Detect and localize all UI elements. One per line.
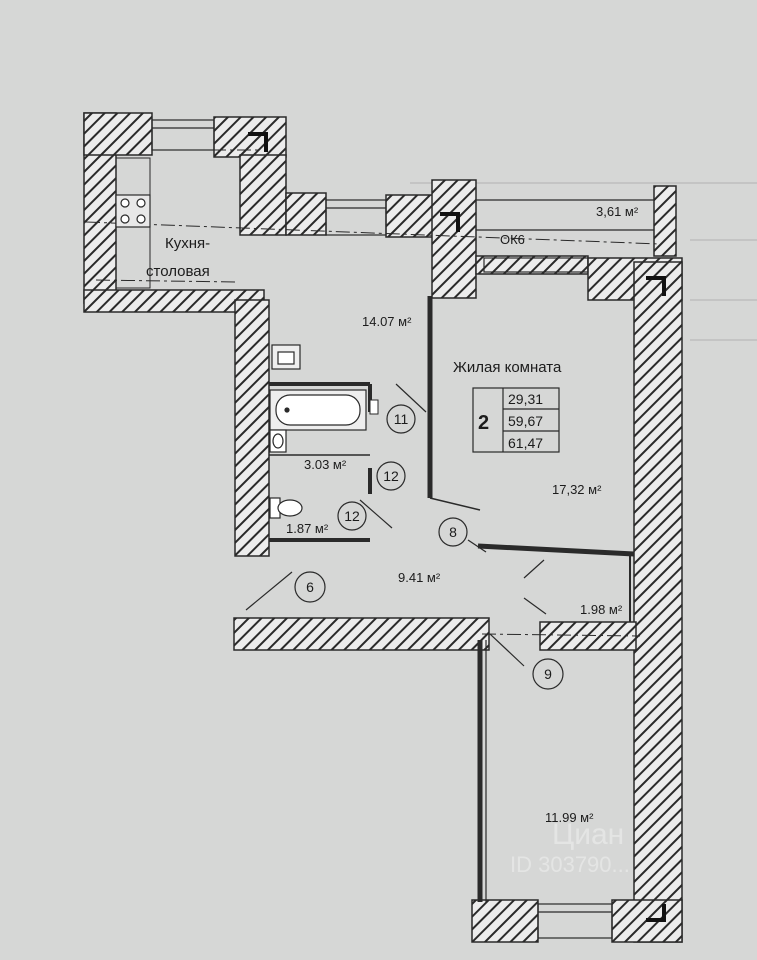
svg-text:12: 12 xyxy=(383,468,399,484)
hallway-area: 9.41 м² xyxy=(398,570,441,585)
svg-text:6: 6 xyxy=(306,579,314,595)
door-marker-11: 11 xyxy=(386,404,416,434)
door-marker-8: 8 xyxy=(438,517,468,547)
door-swings xyxy=(245,383,547,667)
wall-hall-bottom xyxy=(233,617,490,651)
washbasin-icon xyxy=(269,429,287,453)
bedroom-area: 11.99 м² xyxy=(545,810,594,825)
wall-kitchen-top-right xyxy=(213,116,287,158)
wall-bath-left xyxy=(234,299,270,557)
wall-kitchen-top-mid xyxy=(285,192,327,236)
watermark-id: ID 303790... xyxy=(510,852,630,877)
door-marker-9: 9 xyxy=(532,658,564,690)
wall-kitchen-top-left xyxy=(83,112,153,156)
watermark-brand: Циан xyxy=(552,818,624,851)
kitchen-area: 14.07 м² xyxy=(362,314,412,329)
kitchen-label-2: столовая xyxy=(146,263,210,280)
svg-text:8: 8 xyxy=(449,524,457,540)
living-room-area: 17,32 м² xyxy=(552,482,602,497)
stove-icon xyxy=(115,194,151,228)
closet-area: 1.98 м² xyxy=(580,602,623,617)
windows xyxy=(151,119,654,939)
sink-icon xyxy=(271,344,301,370)
living-area-total: 29,31 xyxy=(508,391,543,407)
corner-markers xyxy=(248,132,666,922)
wall-bedroom-bottom-left xyxy=(471,899,539,943)
axis-lines xyxy=(85,149,661,637)
total-area-with-balcony: 61,47 xyxy=(508,435,543,451)
wall-living-top-left xyxy=(475,255,589,275)
svg-text:12: 12 xyxy=(344,508,360,524)
kitchen-counter xyxy=(115,157,151,289)
bathroom-area: 3.03 м² xyxy=(304,457,347,472)
living-room-label: Жилая комната xyxy=(453,359,562,376)
wall-right xyxy=(633,261,683,943)
total-area: 59,67 xyxy=(508,413,543,429)
rooms-count: 2 xyxy=(478,412,489,434)
bath-door-small xyxy=(369,399,379,415)
svg-text:11: 11 xyxy=(394,411,409,427)
wc-area: 1.87 м² xyxy=(286,521,329,536)
door-marker-12-wc: 12 xyxy=(337,501,367,531)
cian-watermark: Циан ID 303790... xyxy=(510,818,630,877)
area-summary-table: 2 29,31 59,67 61,47 xyxy=(472,387,560,453)
balcony-area: 3,61 м² xyxy=(596,204,639,219)
door-marker-12-bath: 12 xyxy=(376,461,406,491)
walls xyxy=(83,112,683,943)
svg-text:9: 9 xyxy=(544,666,552,682)
door-marker-6: 6 xyxy=(294,571,326,603)
wall-balcony-right xyxy=(653,185,677,257)
wall-kitchen-pier xyxy=(239,154,287,236)
wall-balcony-left xyxy=(431,179,477,299)
wall-closet-bottom xyxy=(539,621,637,651)
window-label: ОК6 xyxy=(500,232,525,247)
toilet-icon xyxy=(269,497,303,519)
kitchen-label: Кухня- xyxy=(165,235,210,252)
partitions xyxy=(269,296,635,902)
bathtub-icon xyxy=(269,389,367,431)
